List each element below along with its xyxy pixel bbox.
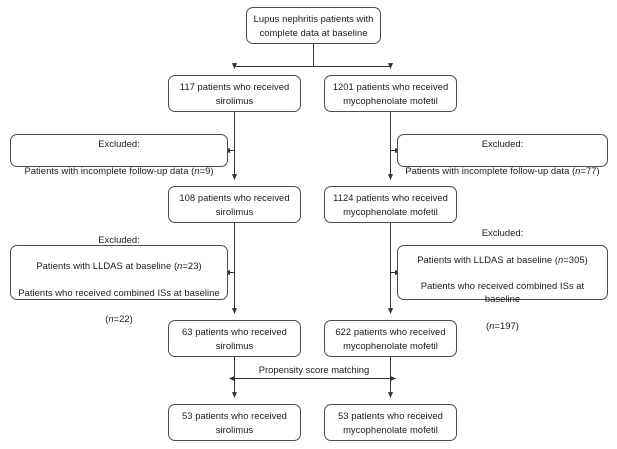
node-root-label: Lupus nephritis patients with complete d… xyxy=(253,13,374,38)
excl-left-1-line2-post: =9) xyxy=(199,164,214,176)
node-excluded-sirolimus-baseline: Excluded: Patients with LLDAS at baselin… xyxy=(10,234,228,324)
excl-left-2-line4-post: =22) xyxy=(113,313,133,325)
node-sirolimus-matched: 53 patients who received sirolimus xyxy=(168,404,301,441)
excl-left-2-line1: Excluded: xyxy=(98,233,140,245)
excl-right-1-line2-post: =77) xyxy=(580,164,600,176)
excl-right-1-line2-pre: Patients with incomplete follow-up data … xyxy=(405,164,576,176)
excl-left-2-line2-pre: Patients with LLDAS at baseline ( xyxy=(36,260,178,272)
node-excluded-sirolimus-followup-text: Excluded: Patients with incomplete follo… xyxy=(16,124,222,177)
excl-right-2-line2-pre: Patients with LLDAS at baseline ( xyxy=(417,253,559,265)
node-mmf-followup: 1124 patients who received mycophenolate… xyxy=(324,186,457,223)
excl-left-1-line2-pre: Patients with incomplete follow-up data … xyxy=(24,164,195,176)
node-mmf-eligible-label: 622 patients who received mycophenolate … xyxy=(335,326,446,351)
excl-left-2-line4-var: n xyxy=(108,313,114,325)
excl-right-2-line2-post: =305) xyxy=(563,253,588,265)
excl-left-1-line2-var: n xyxy=(194,164,200,176)
excl-left-1-line1: Excluded: xyxy=(98,138,140,150)
node-excluded-mmf-baseline: Excluded: Patients with LLDAS at baselin… xyxy=(397,227,608,331)
excl-right-2-line3: Patients who received combined ISs at ba… xyxy=(420,280,585,305)
node-mmf-matched-label: 53 patients who received mycophenolate m… xyxy=(338,410,443,435)
node-mmf-eligible: 622 patients who received mycophenolate … xyxy=(324,320,457,357)
excl-right-2-line4-pre: ( xyxy=(486,319,490,331)
excl-left-2-line3: Patients who received combined ISs at ba… xyxy=(18,286,220,298)
node-sirolimus-eligible-label: 63 patients who received sirolimus xyxy=(182,326,287,351)
node-sirolimus-enrolled: 117 patients who received sirolimus xyxy=(168,75,301,112)
node-sirolimus-enrolled-label: 117 patients who received sirolimus xyxy=(179,81,290,106)
excl-left-2-line2-var: n xyxy=(177,260,183,272)
excl-left-2-line4-pre: ( xyxy=(105,313,109,325)
node-sirolimus-eligible: 63 patients who received sirolimus xyxy=(168,320,301,357)
excl-right-2-line1: Excluded: xyxy=(481,227,524,239)
excl-right-2-line4-post: =197) xyxy=(494,319,519,331)
excl-right-1-line2-var: n xyxy=(575,164,581,176)
node-mmf-enrolled-label: 1201 patients who received mycophenolate… xyxy=(332,81,449,106)
node-sirolimus-followup: 108 patients who received sirolimus xyxy=(168,186,301,223)
excl-right-2-line2-var: n xyxy=(558,253,564,265)
excl-right-2-line4-var: n xyxy=(489,319,495,331)
excl-left-2-line2-post: =23) xyxy=(182,260,202,272)
excl-right-1-line1: Excluded: xyxy=(481,138,524,150)
node-excluded-mmf-followup-text: Excluded: Patients with incomplete follo… xyxy=(403,124,602,177)
node-excluded-mmf-baseline-text: Excluded: Patients with LLDAS at baselin… xyxy=(403,213,602,332)
edge-label-propensity-score-matching: Propensity score matching xyxy=(258,364,370,375)
node-excluded-mmf-followup: Excluded: Patients with incomplete follo… xyxy=(397,134,608,176)
node-mmf-enrolled: 1201 patients who received mycophenolate… xyxy=(324,75,457,112)
node-mmf-matched: 53 patients who received mycophenolate m… xyxy=(324,404,457,441)
node-excluded-sirolimus-followup: Excluded: Patients with incomplete follo… xyxy=(10,134,228,176)
node-root-cohort: Lupus nephritis patients with complete d… xyxy=(246,7,381,44)
node-mmf-followup-label: 1124 patients who received mycophenolate… xyxy=(333,192,448,217)
node-excluded-sirolimus-baseline-text: Excluded: Patients with LLDAS at baselin… xyxy=(16,220,222,326)
node-sirolimus-followup-label: 108 patients who received sirolimus xyxy=(179,192,290,217)
node-sirolimus-matched-label: 53 patients who received sirolimus xyxy=(182,410,287,435)
